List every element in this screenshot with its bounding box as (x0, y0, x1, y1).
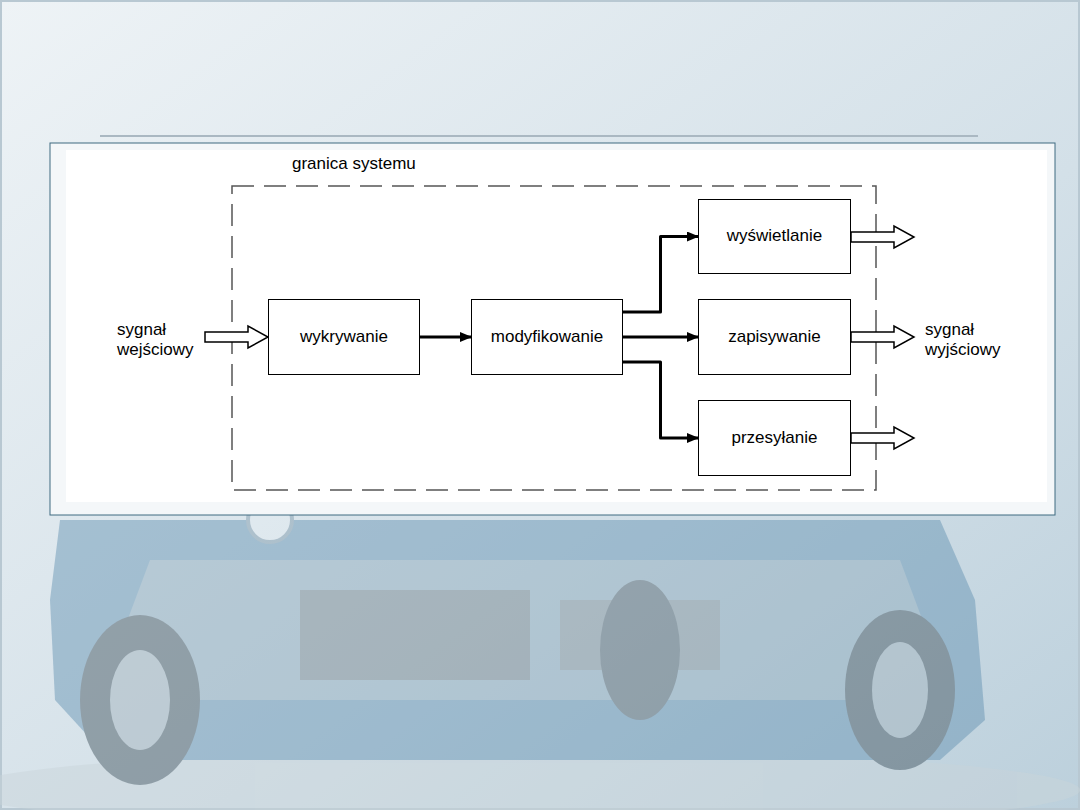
process-box: przesyłanie (698, 400, 851, 476)
system-boundary-region: granica systemuwykrywaniemodyfikowaniewy… (232, 186, 876, 490)
output-signal-arrow (851, 427, 914, 449)
system-boundary (232, 186, 876, 490)
process-box: wykrywanie (268, 299, 420, 375)
flow-arrow (623, 237, 698, 313)
process-box: wyświetlanie (698, 199, 851, 274)
rule-line (100, 135, 978, 137)
process-box: zapisywanie (698, 299, 851, 375)
figure-panel (50, 143, 1055, 515)
figure-ground (66, 150, 1047, 502)
flow-arrow (420, 336, 471, 339)
signal-name: sygnał wejściowy (117, 320, 213, 361)
output-signal-arrow (851, 326, 914, 348)
flow-arrow (623, 362, 698, 438)
flow-arrow (623, 336, 698, 339)
process-box: modyfikowanie (471, 299, 623, 375)
input-signal-arrow (205, 326, 268, 348)
box-label: wyświetlanie (727, 226, 822, 246)
box-label: modyfikowanie (491, 327, 603, 347)
box-label: wykrywanie (300, 327, 388, 347)
box-label: przesyłanie (732, 428, 818, 448)
output-signal-arrow (851, 226, 914, 248)
boundary-title: granica systemu (292, 154, 416, 174)
box-label: zapisywanie (728, 327, 821, 347)
signal-name: sygnał wyjściowy (925, 320, 1021, 361)
car-picture (0, 498, 1080, 810)
